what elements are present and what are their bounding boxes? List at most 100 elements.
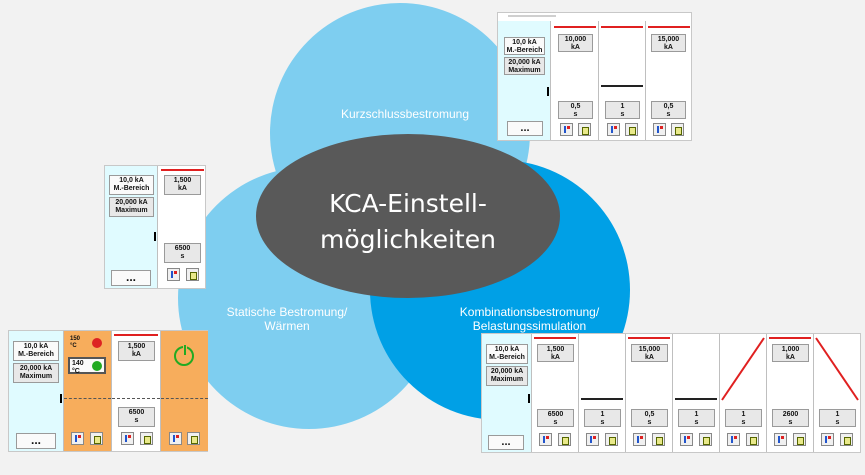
title-strip <box>508 15 556 17</box>
zero-line <box>601 85 643 87</box>
edit-current-icon[interactable] <box>821 433 834 446</box>
temp-high: 150°C <box>70 336 81 349</box>
temp-threshold-line <box>161 398 208 399</box>
delete-step-icon[interactable] <box>671 123 684 136</box>
delete-step-icon[interactable] <box>746 433 759 446</box>
level-line <box>628 337 670 339</box>
edit-current-icon[interactable] <box>727 433 740 446</box>
more-button[interactable]: ... <box>507 121 543 136</box>
edit-current-icon[interactable] <box>586 433 599 446</box>
delete-step-icon[interactable] <box>652 433 665 446</box>
edit-current-icon[interactable] <box>169 432 182 445</box>
center-title: KCA-Einstell- möglichkeiten <box>258 186 558 258</box>
edit-current-icon[interactable] <box>539 433 552 446</box>
label-static-line1: Statische Bestromung/ <box>226 305 348 319</box>
more-button[interactable]: ... <box>16 433 56 449</box>
level-line <box>648 26 690 28</box>
temp-threshold-line <box>112 398 160 399</box>
edit-current-icon[interactable] <box>71 432 84 445</box>
ramp-down-line <box>815 337 859 401</box>
delete-step-icon[interactable] <box>186 268 199 281</box>
edit-current-icon[interactable] <box>633 433 646 446</box>
slider-marker <box>154 232 156 241</box>
level-line <box>554 26 596 28</box>
level-line <box>534 337 576 339</box>
edit-current-icon[interactable] <box>653 123 666 136</box>
delete-step-icon[interactable] <box>578 123 591 136</box>
delete-step-icon[interactable] <box>140 432 153 445</box>
label-combination-line2: Belastungssimulation <box>472 319 587 333</box>
delete-step-icon[interactable] <box>793 433 806 446</box>
edit-current-icon[interactable] <box>680 433 693 446</box>
level-line <box>601 26 643 28</box>
level-line <box>769 337 811 339</box>
heat-on-icon[interactable] <box>92 338 102 348</box>
more-button[interactable]: ... <box>488 435 524 450</box>
delete-step-icon[interactable] <box>187 432 200 445</box>
power-column <box>161 331 208 451</box>
power-icon[interactable] <box>174 344 194 366</box>
center-ellipse <box>256 134 560 298</box>
level-line <box>161 169 204 171</box>
center-title-line1: KCA-Einstell- <box>329 189 487 218</box>
label-combination-line1: Kombinationsbestromung/ <box>459 305 600 319</box>
edit-current-icon[interactable] <box>167 268 180 281</box>
edit-current-icon[interactable] <box>121 432 134 445</box>
more-button[interactable]: ... <box>111 270 151 286</box>
slider-marker <box>60 394 62 403</box>
edit-current-icon[interactable] <box>607 123 620 136</box>
label-combination: Kombinationsbestromung/ Belastungssimula… <box>452 305 607 333</box>
delete-step-icon[interactable] <box>840 433 853 446</box>
delete-step-icon[interactable] <box>699 433 712 446</box>
delete-step-icon[interactable] <box>605 433 618 446</box>
delete-step-icon[interactable] <box>625 123 638 136</box>
center-title-line2: möglichkeiten <box>320 225 496 254</box>
ramp-up-line <box>721 337 765 401</box>
temperature-column: 150°C 140°C <box>64 331 112 451</box>
delete-step-icon[interactable] <box>90 432 103 445</box>
slider-marker <box>547 87 549 96</box>
edit-current-icon[interactable] <box>774 433 787 446</box>
edit-current-icon[interactable] <box>560 123 573 136</box>
delete-step-icon[interactable] <box>558 433 571 446</box>
